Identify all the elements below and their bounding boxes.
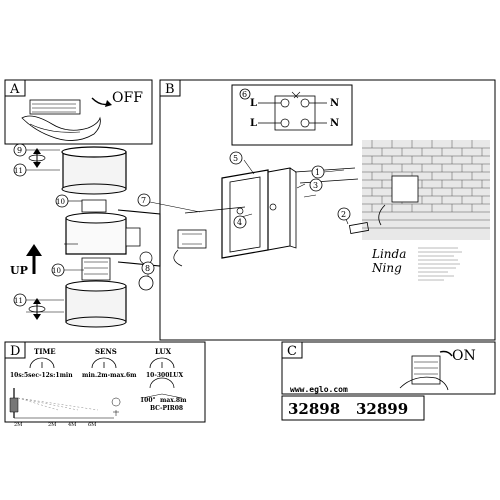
wiring-terminal-diagram: 6 L N L N [231,84,353,146]
lamp-assembly-drawing [61,146,207,328]
svg-text:11: 11 [14,297,23,305]
callout-11a: 11 [13,163,27,177]
callout-1: 1 [311,165,325,179]
lux-setting-text: 10-300LUX [146,372,183,379]
article-number-box: 32898 32899 [281,395,425,421]
height-text: 2M [14,422,22,428]
callout-10a: 10 [55,194,69,208]
svg-text:9: 9 [17,146,22,155]
mounting-screws [184,167,370,234]
sens-header: SENS [95,347,117,356]
callout-7: 7 [137,193,151,207]
panel-d: D TIME SENS LUX 10s:5sec-12s:1min min.2m… [4,341,206,428]
callout-3: 3 [309,178,323,192]
angle-text: 100° [140,397,156,404]
distance-6m: 6M [88,422,96,428]
callout-markers: 1 2 3 4 5 7 8 9 10 10 11 11 [13,143,351,307]
rotate-top-icon [28,148,46,168]
rotate-arrow-on-icon [439,350,453,357]
light-switch-off-drawing [21,99,101,141]
brick-wall-drawing [362,140,490,240]
signature-name-line1: Linda [371,247,406,261]
off-label: OFF [112,90,143,106]
panel-a-letter: A [9,82,20,97]
svg-text:10: 10 [56,198,65,206]
callout-2: 2 [337,207,351,221]
callout-5: 5 [229,151,243,165]
svg-text:1: 1 [315,168,320,177]
range-text: max.8m [160,397,187,404]
lux-header: LUX [155,347,172,356]
signature-block: Linda Ning [371,247,462,281]
article-number-1: 32898 [288,400,340,418]
panel-c: C ON www.eglo.com [281,341,496,395]
sensor-model-text: BC-PIR08 [150,405,183,412]
time-setting-text: 10s:5sec-12s:1min [10,372,73,379]
up-label: UP [10,264,28,277]
svg-text:8: 8 [145,264,150,273]
svg-text:10: 10 [52,267,61,275]
panel-b: B 6 L N L N [10,79,496,341]
time-header: TIME [34,347,56,356]
wall-bracket-drawing [221,167,297,259]
panel-a: A OFF [4,79,153,145]
panel-b-letter: B [165,82,175,97]
svg-text:7: 7 [141,196,146,205]
terminal-label-n1: N [330,98,339,109]
signature-name-line2: Ning [371,261,402,275]
dial-icons [29,357,175,369]
callout-11b: 11 [13,293,27,307]
up-arrow-icon [26,244,42,274]
light-switch-on-drawing [399,355,449,391]
rotate-bottom-icon [28,298,46,320]
callout-9: 9 [13,143,27,157]
sens-setting-text: min.2m-max.6m [82,372,137,379]
panel-d-letter: D [10,344,20,359]
terminal-label-l1: L [250,98,257,109]
svg-text:5: 5 [233,154,238,163]
callout-4: 4 [233,215,247,229]
callout-8: 8 [141,261,155,275]
svg-text:2: 2 [341,210,346,219]
wiring-step-number: 6 [242,90,247,99]
detection-range-drawing [9,377,183,419]
panel-c-letter: C [287,344,297,359]
article-number-2: 32899 [356,400,408,418]
distance-4m: 4M [68,422,76,428]
rotate-arrow-icon [91,97,109,106]
terminal-label-l2: L [250,118,257,129]
callout-10b: 10 [51,263,65,277]
terminal-label-n2: N [330,118,339,129]
svg-text:4: 4 [237,218,242,227]
distance-2m: 2M [48,422,56,428]
on-label: ON [452,348,476,364]
website-text: www.eglo.com [290,385,348,394]
svg-text:3: 3 [313,181,318,190]
svg-text:11: 11 [14,167,23,175]
